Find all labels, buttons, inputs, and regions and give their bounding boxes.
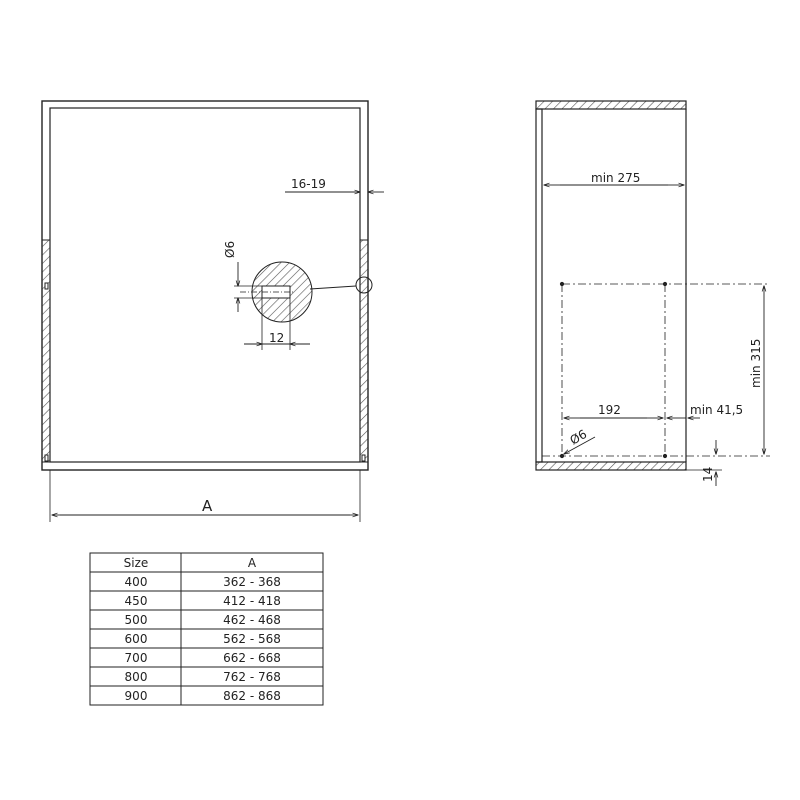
- drill-hole-bottom-left: [559, 453, 565, 459]
- dim-base-label: 14: [701, 467, 715, 482]
- front-view-labels: 16-19 Ø6 12 A: [202, 177, 326, 515]
- size-table-header-a: A: [248, 556, 257, 570]
- front-left-hole: [44, 282, 49, 290]
- table-row-a: 412 - 418: [223, 594, 281, 608]
- detail-marker-circle: [355, 276, 373, 294]
- dim-hole-label: Ø6: [223, 241, 237, 258]
- detail-leader-line: [309, 285, 357, 290]
- table-row-size: 600: [125, 632, 148, 646]
- front-frame-inner: [49, 107, 361, 463]
- size-table-header-size: Size: [124, 556, 149, 570]
- front-left-wall: [41, 239, 51, 463]
- front-right-bottom-hole: [361, 454, 366, 462]
- front-right-wall: [359, 239, 369, 463]
- dim-gap-label: 16-19: [291, 177, 326, 191]
- side-bottom-band: [535, 461, 687, 471]
- dim-side-hole-leader: [564, 436, 596, 454]
- dim-width-label: A: [202, 497, 213, 515]
- table-row-size: 700: [125, 651, 148, 665]
- table-row-a: 862 - 868: [223, 689, 281, 703]
- dim-height-label: min 315: [749, 339, 763, 388]
- drill-hole-bottom-right: [662, 453, 668, 459]
- table-row-size: 900: [125, 689, 148, 703]
- table-row-size: 450: [125, 594, 148, 608]
- side-top-band: [535, 100, 687, 110]
- side-back-wall: [535, 108, 543, 463]
- table-row-a: 762 - 768: [223, 670, 281, 684]
- dim-depth-label: min 275: [591, 171, 640, 185]
- front-frame-outer: [41, 100, 369, 471]
- size-table-text: Size A 400 362 - 368 450 412 - 418 500 4…: [124, 556, 281, 703]
- table-row-a: 462 - 468: [223, 613, 281, 627]
- front-left-bottom-hole: [44, 454, 49, 462]
- drill-hole-top-left: [559, 281, 565, 287]
- dim-spacing-label: 192: [598, 403, 621, 417]
- table-row-size: 400: [125, 575, 148, 589]
- dim-front-label: min 41,5: [690, 403, 743, 417]
- dim-slot-label: 12: [269, 331, 284, 345]
- table-row-a: 562 - 568: [223, 632, 281, 646]
- side-view: [535, 100, 770, 486]
- table-row-size: 500: [125, 613, 148, 627]
- size-table: [89, 552, 324, 706]
- table-row-a: 662 - 668: [223, 651, 281, 665]
- dim-side-hole-label: Ø6: [568, 427, 590, 448]
- drill-hole-top-right: [662, 281, 668, 287]
- table-row-a: 362 - 368: [223, 575, 281, 589]
- front-view: [41, 100, 384, 522]
- table-row-size: 800: [125, 670, 148, 684]
